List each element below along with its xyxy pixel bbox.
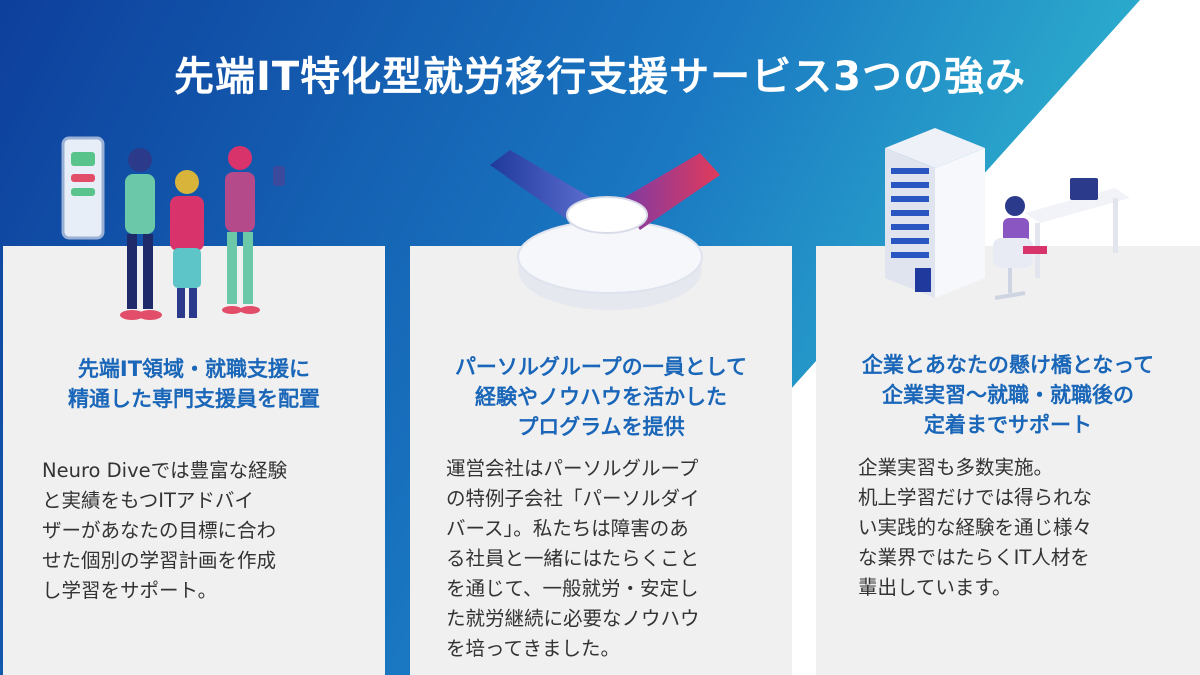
card-1-body: Neuro Diveでは豊富な経験 と実績をもつITアドバイ ザーがあなたの目標… xyxy=(42,459,288,602)
strength-card-2 xyxy=(410,246,792,675)
handshake-illustration xyxy=(490,150,720,310)
people-with-devices-illustration xyxy=(61,136,285,320)
card-2-body: 運営会社はパーソルグループ の特例子会社「パーソルダイ バース」。私たちは障害の… xyxy=(446,457,700,660)
card-2-heading: パーソルグループの一員として 経験やノウハウを活かした プログラムを提供 xyxy=(454,355,748,439)
page-title: 先端IT特化型就労移行支援サービス3つの強み xyxy=(174,54,1026,100)
strength-card-3 xyxy=(816,246,1200,675)
office-building-workstation-illustration xyxy=(885,128,1130,300)
card-3-body: 企業実習も多数実施。 机上学習だけでは得られな い実践的な経験を通じ様々 な業界… xyxy=(858,456,1093,599)
card-1-heading: 先端IT領域・就職支援に 精通した専門支援員を配置 xyxy=(68,357,320,411)
card-3-heading: 企業とあなたの懸け橋となって 企業実習〜就職・就職後の 定着までサポート xyxy=(861,353,1155,437)
